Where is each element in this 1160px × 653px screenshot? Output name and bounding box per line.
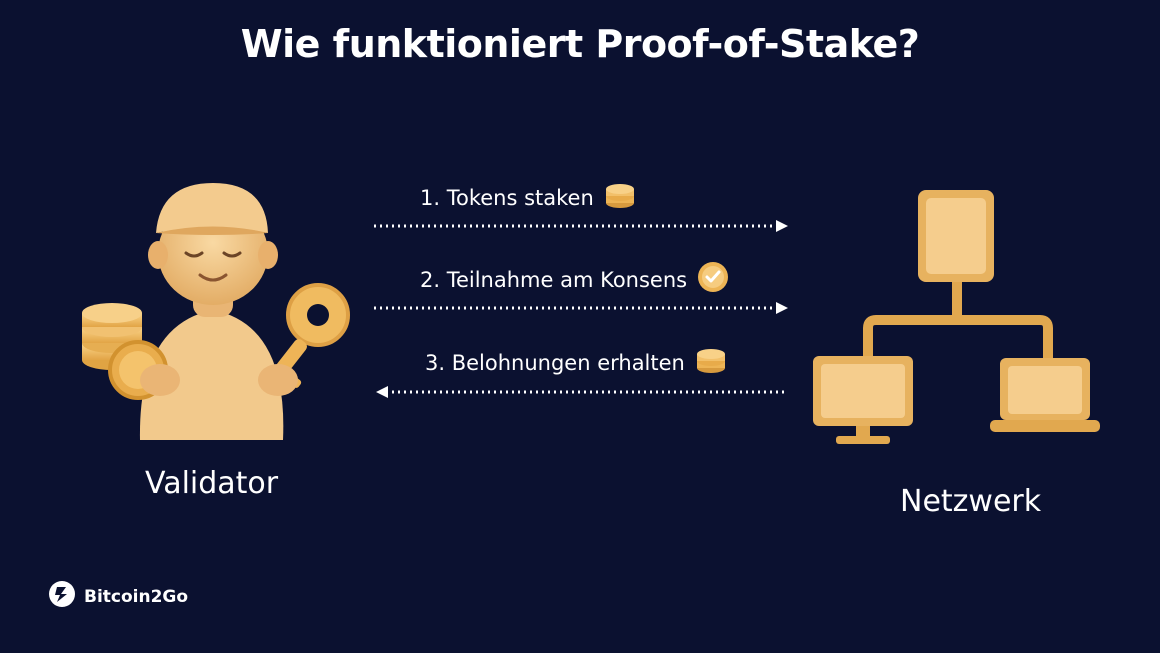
- checkmark-coin-icon: [697, 261, 729, 298]
- step-2-label: 2. Teilnahme am Konsens: [420, 267, 688, 292]
- step-1-label: 1. Tokens staken: [420, 185, 594, 210]
- bitcoin2go-logo-icon: [48, 580, 76, 613]
- step-2: 2. Teilnahme am Konsens: [420, 261, 729, 298]
- coins-icon: [604, 180, 636, 215]
- page-title: Wie funktioniert Proof-of-Stake?: [240, 22, 920, 66]
- step-1: 1. Tokens staken: [420, 180, 636, 215]
- validator-label: Validator: [145, 466, 279, 501]
- arrow-right-2: [374, 302, 788, 314]
- brand-logo: Bitcoin2Go: [48, 580, 188, 613]
- coins-icon: [695, 345, 727, 380]
- arrow-right-1: [374, 220, 788, 232]
- arrow-left-3: [376, 386, 788, 398]
- network-illustration: [808, 186, 1108, 456]
- network-label: Netzwerk: [900, 484, 1042, 519]
- step-3-label: 3. Belohnungen erhalten: [425, 350, 685, 375]
- validator-illustration: [78, 175, 358, 450]
- brand-name: Bitcoin2Go: [84, 586, 189, 607]
- step-3: 3. Belohnungen erhalten: [425, 345, 727, 380]
